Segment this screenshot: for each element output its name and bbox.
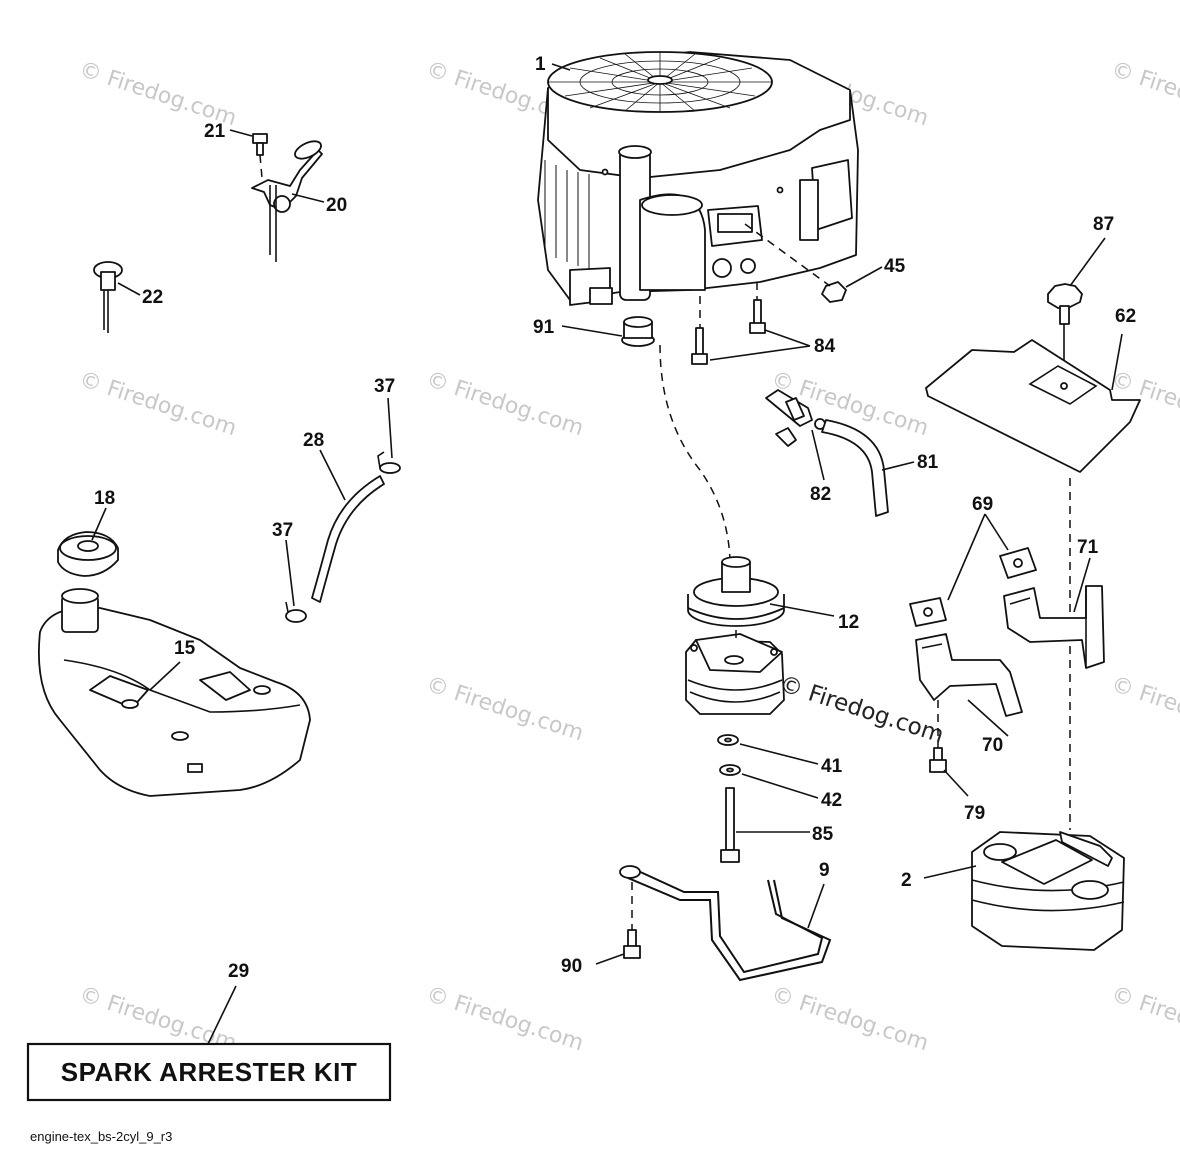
callout-81: 81 — [917, 452, 939, 473]
callout-91: 91 — [533, 317, 555, 338]
callout-41: 41 — [821, 756, 843, 777]
spark-arrester-kit-box: SPARK ARRESTER KIT — [26, 1042, 392, 1102]
callout-20: 20 — [326, 195, 347, 216]
clutch-part — [685, 633, 785, 715]
callout-1: 1 — [535, 54, 546, 75]
leader-lines — [91, 63, 1123, 1045]
fuel-filter-82-part — [765, 389, 826, 447]
watermark: © Firedog.com — [768, 982, 931, 1056]
watermark: © Firedog.com — [423, 672, 586, 746]
callout-90: 90 — [561, 956, 582, 977]
callout-18: 18 — [94, 488, 115, 509]
callout-2: 2 — [901, 870, 912, 891]
callout-21: 21 — [204, 121, 226, 142]
callout-29: 29 — [228, 961, 249, 982]
muffler-2-part — [971, 831, 1125, 951]
callout-labels: 1 21 20 22 45 87 62 91 84 37 28 81 82 18… — [94, 54, 1136, 982]
watermark: © Firedog.com — [423, 367, 586, 441]
callout-37-bottom: 37 — [272, 520, 293, 541]
bracket-9-part — [619, 865, 832, 982]
bolt-85-part — [720, 787, 740, 863]
watermark: © Firedog.com — [1108, 672, 1180, 746]
callout-62: 62 — [1115, 306, 1136, 327]
watermark: © Firedog.com — [1108, 982, 1180, 1056]
callout-15: 15 — [174, 638, 196, 659]
callout-69: 69 — [972, 494, 993, 515]
pulley-12-part — [687, 556, 785, 627]
callout-22: 22 — [142, 287, 163, 308]
knob-87-part — [1047, 283, 1083, 360]
throttle-bracket-20-part — [251, 140, 323, 262]
exhaust-pipe-71-part — [1003, 585, 1105, 669]
callout-87: 87 — [1093, 214, 1114, 235]
diagram-id: engine-tex_bs-2cyl_9_r3 — [30, 1129, 172, 1144]
fuel-hose-81-part — [821, 419, 889, 517]
fuel-line-28-part — [311, 475, 385, 603]
callout-85: 85 — [812, 824, 834, 845]
callout-42: 42 — [821, 790, 842, 811]
callout-9: 9 — [819, 860, 830, 881]
fuel-cap-18-part — [57, 531, 119, 577]
oil-filter-part — [621, 316, 655, 347]
clamp-37b-part — [285, 601, 307, 623]
callout-12: 12 — [838, 612, 859, 633]
exhaust-pipe-70-part — [915, 633, 1023, 750]
spark-arrester-kit-label: SPARK ARRESTER KIT — [61, 1057, 357, 1087]
bolt-90-part — [623, 882, 641, 959]
callout-70: 70 — [982, 735, 1003, 756]
callout-71: 71 — [1077, 537, 1099, 558]
gaskets-69-part — [909, 547, 1037, 627]
nut-45-part — [744, 223, 847, 303]
watermark: © Firedog.com — [76, 367, 239, 441]
callout-84: 84 — [814, 336, 836, 357]
fuel-tank-15-part — [37, 588, 311, 797]
watermark: © Firedog.com — [1108, 57, 1180, 131]
callout-28: 28 — [303, 430, 324, 451]
callout-45: 45 — [884, 256, 906, 277]
watermark: © Firedog.com — [423, 982, 586, 1056]
callout-82: 82 — [810, 484, 831, 505]
heat-shield-62-part — [925, 339, 1141, 830]
screw-21-part — [252, 133, 268, 156]
filter-alignment-line — [659, 344, 731, 561]
bolt-79-part — [929, 747, 947, 773]
bolts-84-part — [691, 282, 766, 365]
callout-79: 79 — [964, 803, 985, 824]
washer-41-part — [717, 734, 739, 746]
callout-37-top: 37 — [374, 376, 395, 397]
clamp-37a-part — [377, 451, 401, 474]
plug-22-part — [93, 261, 123, 333]
engine-part — [537, 51, 859, 306]
washer-42-part — [719, 764, 741, 776]
